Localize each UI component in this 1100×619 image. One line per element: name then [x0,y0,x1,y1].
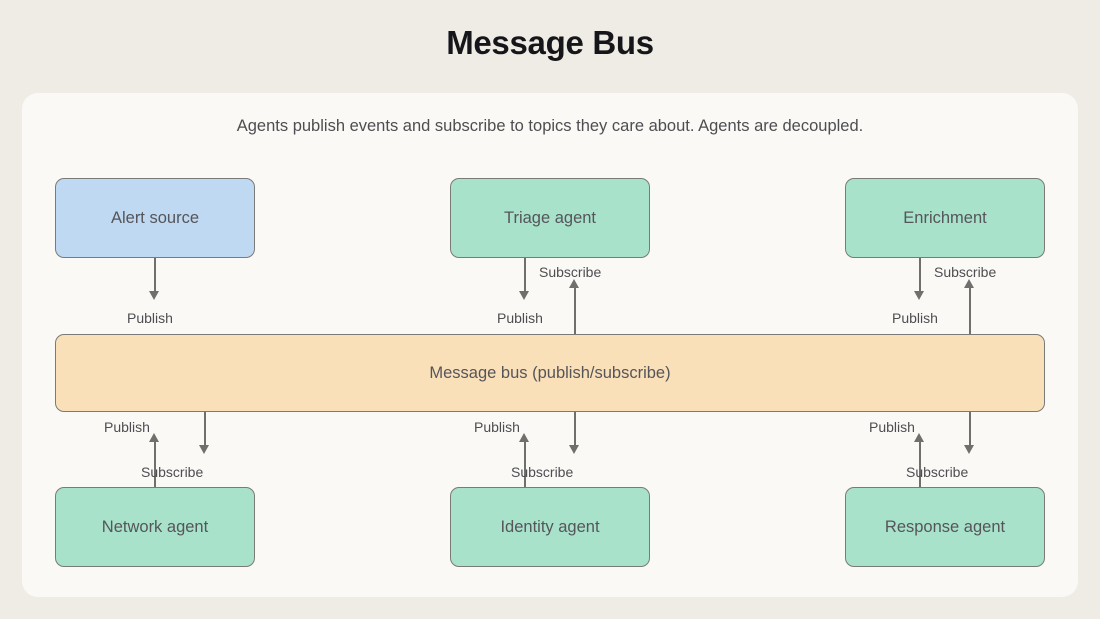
edge-label-subscribe: Subscribe [511,464,574,480]
arrowhead-down-icon [519,291,530,300]
arrowhead-down-icon [914,291,925,300]
diagram-subtitle: Agents publish events and subscribe to t… [236,117,864,135]
edge-label-publish: Publish [104,419,150,435]
diagram-card: Agents publish events and subscribe to t… [22,93,1078,597]
node-response-agent[interactable]: Response agent [845,487,1045,567]
arrowhead-up-icon [569,279,580,288]
edge-label-subscribe: Subscribe [906,464,969,480]
arrowhead-down-icon [964,445,975,454]
edge-label-publish: Publish [474,419,520,435]
edge-label-publish: Publish [497,310,543,326]
node-network-agent[interactable]: Network agent [55,487,255,567]
arrowhead-up-icon [149,433,160,442]
edge-label-publish: Publish [869,419,915,435]
node-alert-source[interactable]: Alert source [55,178,255,258]
edge-label-publish: Publish [892,310,938,326]
arrowhead-up-icon [519,433,530,442]
arrowhead-down-icon [149,291,160,300]
arrowhead-down-icon [199,445,210,454]
node-message-bus[interactable]: Message bus (publish/subscribe) [55,334,1045,412]
edge-label-publish: Publish [127,310,173,326]
edge-label-subscribe: Subscribe [141,464,204,480]
arrowhead-up-icon [914,433,925,442]
arrowhead-down-icon [569,445,580,454]
edge-label-subscribe: Subscribe [934,264,997,280]
node-enrichment[interactable]: Enrichment [845,178,1045,258]
node-triage-agent[interactable]: Triage agent [450,178,650,258]
edge-label-subscribe: Subscribe [539,264,602,280]
arrowhead-up-icon [964,279,975,288]
node-identity-agent[interactable]: Identity agent [450,487,650,567]
page-title: Message Bus [446,24,654,61]
